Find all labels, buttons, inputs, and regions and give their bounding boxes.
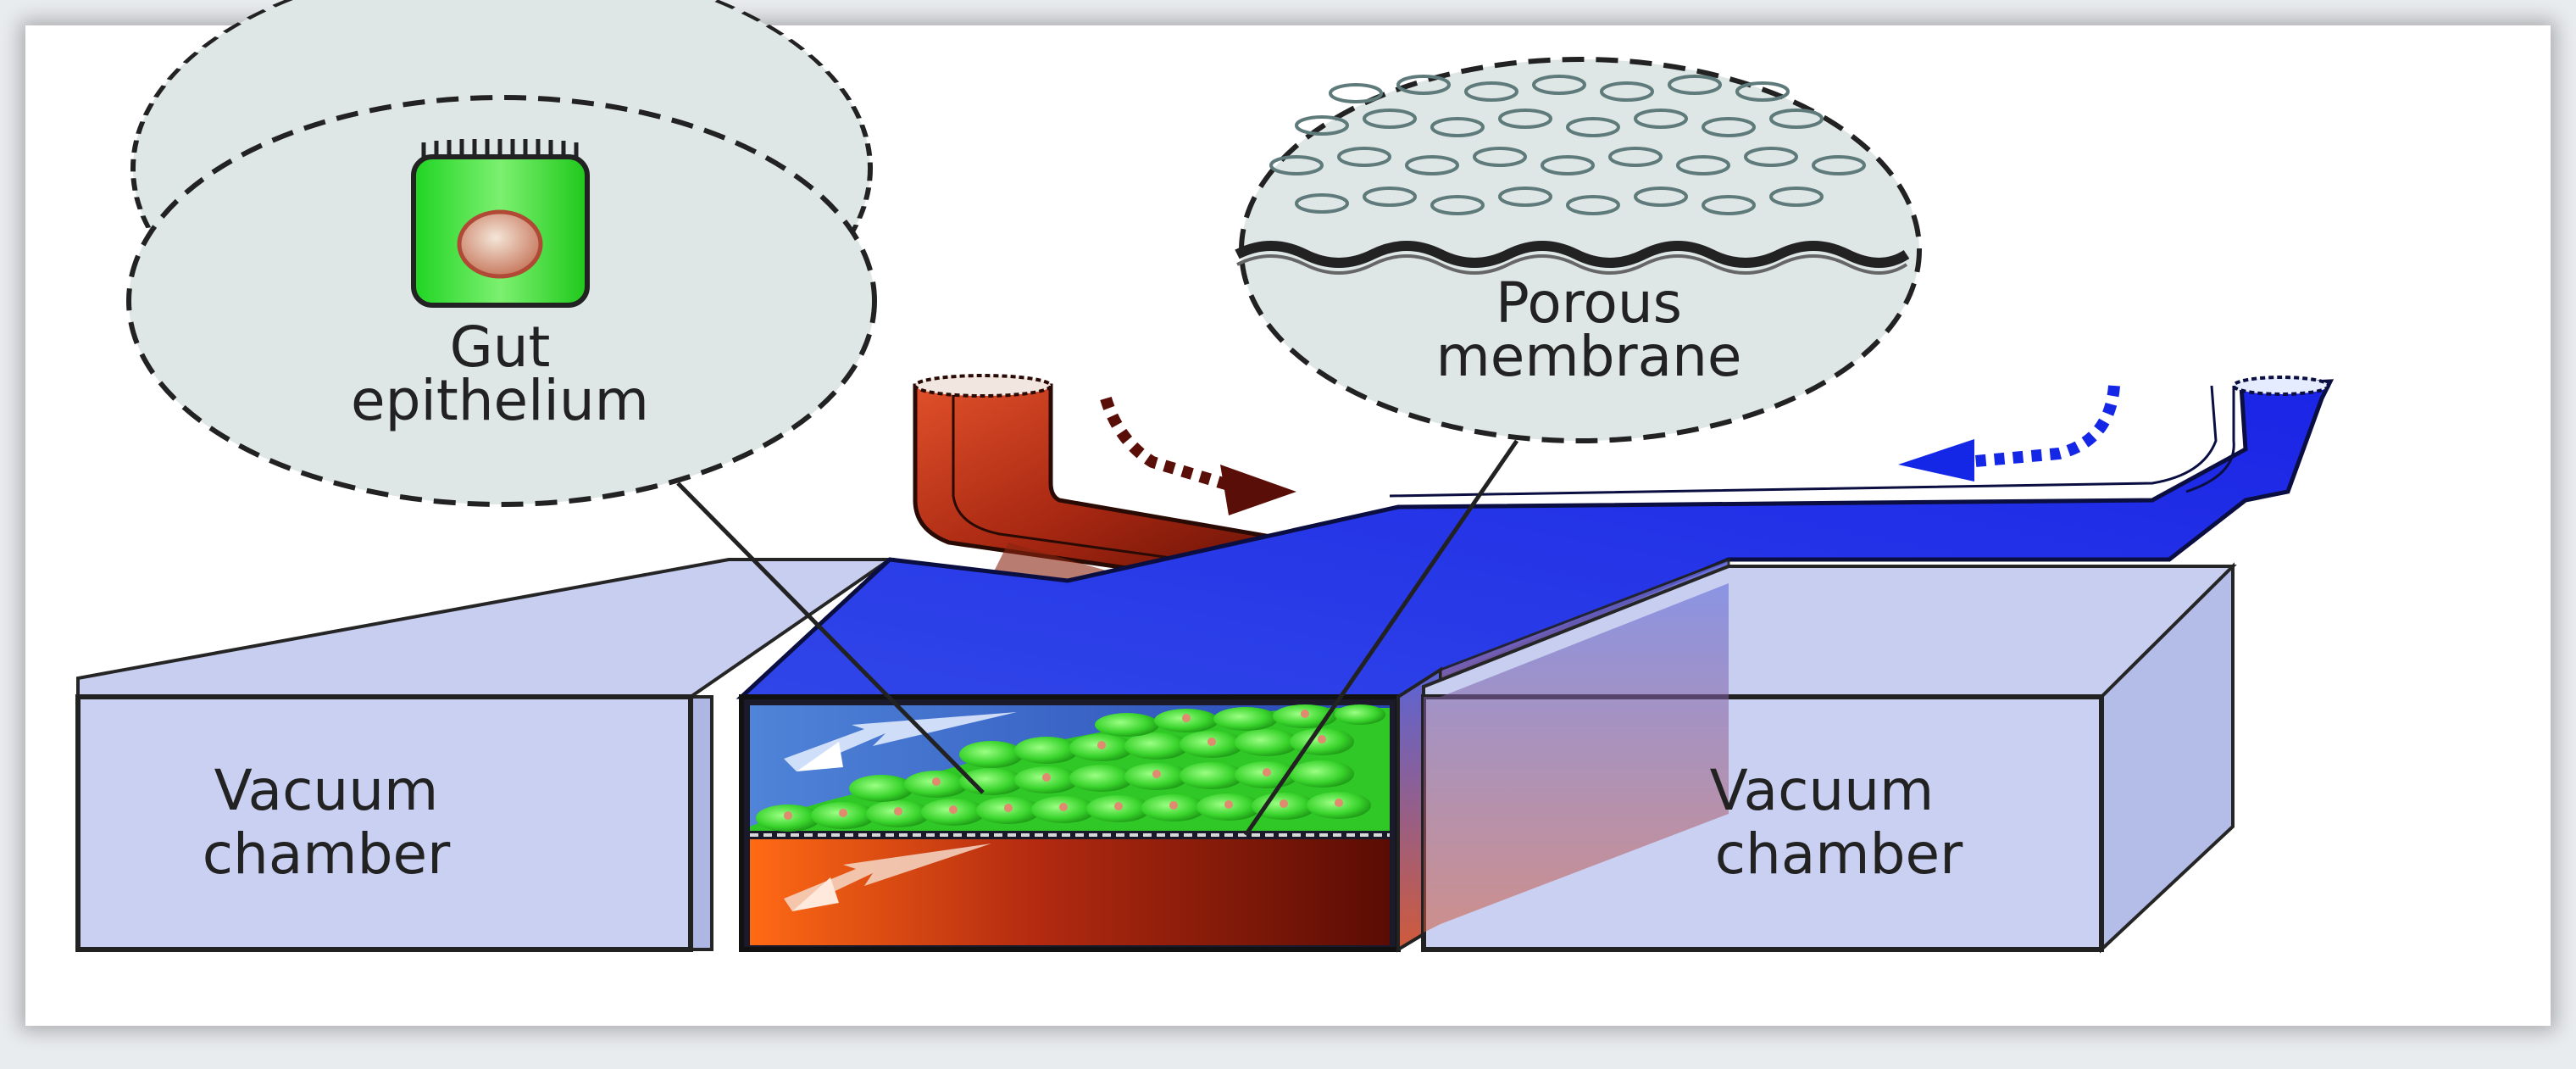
vacuum-chamber-left: Vacuum chamber — [75, 558, 896, 952]
gut-epithelium-leader-line — [676, 482, 985, 794]
vacuum-chamber-left-label-line2: chamber — [203, 821, 451, 887]
epithelial-cell-icon — [411, 139, 590, 308]
porous-membrane-callout: Porous membrane — [1235, 57, 1922, 443]
membrane-sheet — [1235, 241, 1910, 268]
vacuum-chamber-right: Vacuum chamber — [1421, 562, 2237, 954]
membrane-pores-icon — [1269, 75, 1866, 215]
vacuum-chamber-right-label-line2: chamber — [1715, 821, 1963, 887]
vacuum-chamber-right-label-line1: Vacuum — [1710, 758, 1935, 823]
vacuum-chamber-left-label-line1: Vacuum — [214, 758, 439, 823]
gut-epithelium-label-line1: Gut — [450, 315, 551, 380]
gut-epithelium-callout: Gut epithelium — [126, 0, 877, 507]
epithelial-cell-layer — [750, 704, 1390, 832]
upper-inflow-arrow — [1898, 385, 2120, 482]
lower-inflow-arrow — [1100, 396, 1296, 515]
central-channel — [739, 694, 1401, 952]
porous-membrane-label-line1: Porous — [1496, 270, 1682, 336]
upper-flow-arrow — [784, 712, 1017, 771]
porous-membrane-leader-line — [1243, 439, 1519, 837]
lower-flow-arrow — [784, 844, 991, 911]
gut-epithelium-label-line2: epithelium — [351, 368, 649, 433]
porous-membrane-label-line2: membrane — [1435, 324, 1741, 389]
